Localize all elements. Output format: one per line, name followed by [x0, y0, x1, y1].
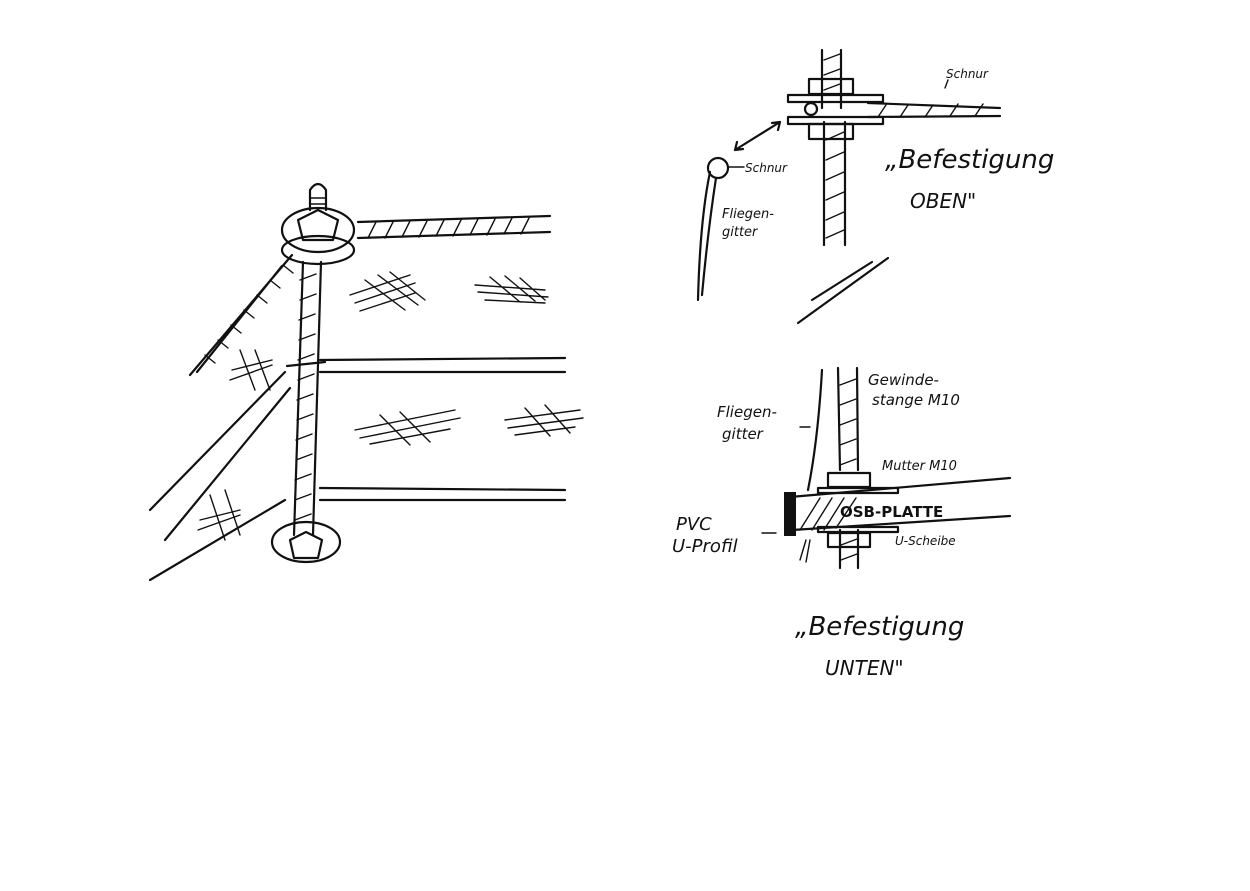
perspective-sketch: [148, 182, 584, 582]
screen-label-bottom: Fliegen-gitter: [717, 403, 777, 443]
title-top-line2: OBEN": [910, 189, 976, 213]
title-bottom-line2: UNTEN": [825, 656, 904, 680]
screen-label: Fliegen-gitter: [722, 207, 774, 240]
cord-label-right: Schnur: [946, 67, 989, 81]
rod-label: Gewinde-stange M10: [868, 371, 960, 409]
title-top-line1: „Befestigung: [885, 145, 1054, 175]
bottom-fastening-detail: Gewinde-stange M10 Fliegen-gitter Mutter…: [672, 366, 1012, 680]
washer-label: U-Scheibe: [895, 534, 956, 548]
top-fastening-detail: Schnur Schnur Fliegen-gitter „Befestigun…: [696, 48, 1054, 325]
board-label: OSB-PLATTE: [840, 503, 943, 521]
title-bottom-line1: „Befestigung: [795, 612, 964, 642]
nut-label: Mutter M10: [882, 459, 957, 474]
cord-label-left: Schnur: [745, 161, 788, 175]
